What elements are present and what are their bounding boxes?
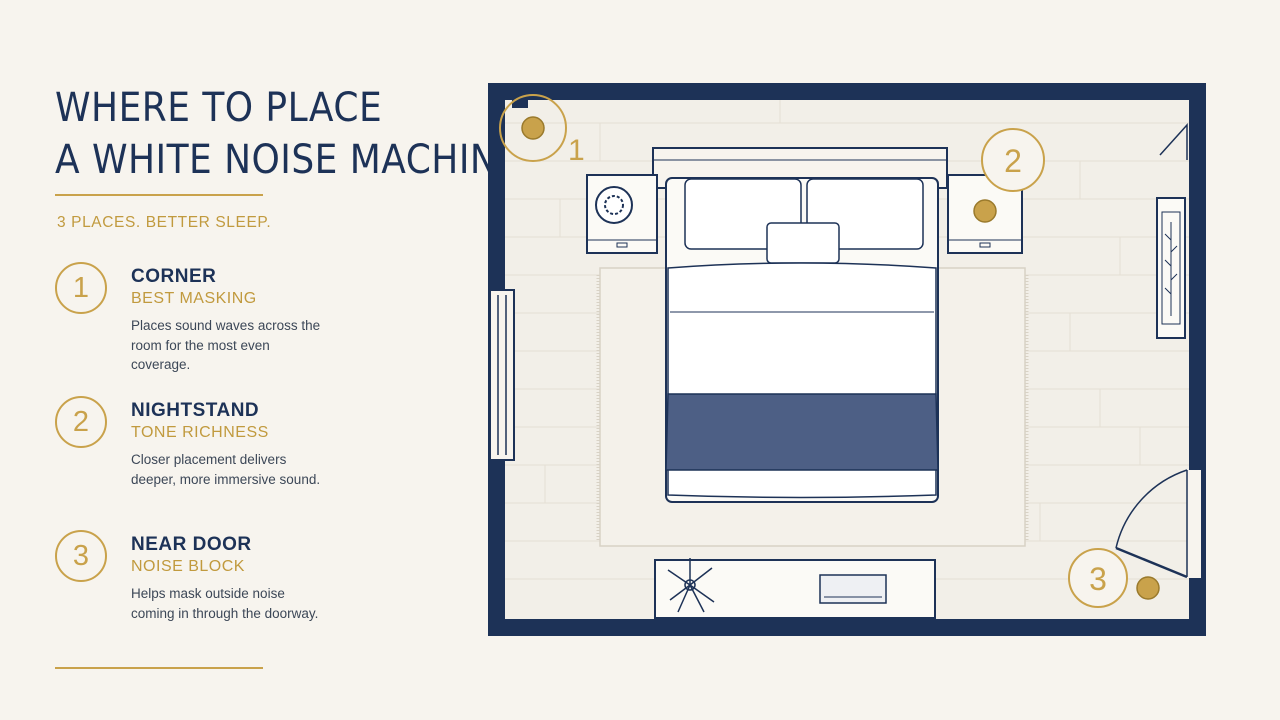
- divider-top: [55, 194, 263, 196]
- item-description: Closer placement delivers deeper, more i…: [131, 452, 321, 487]
- window: [489, 289, 515, 461]
- marker-3: 3: [1068, 548, 1160, 608]
- placement-item-nightstand: 2 NIGHTSTAND TONE RICHNESS Closer placem…: [55, 396, 355, 506]
- number-badge-2: 2: [55, 396, 107, 448]
- plant-icon: [667, 558, 715, 613]
- plant-icon: [595, 186, 633, 224]
- tagline: 3 PLACES. BETTER SLEEP.: [57, 214, 272, 231]
- number-badge-3: 3: [55, 530, 107, 582]
- wall-panel: [1159, 123, 1188, 160]
- page-title: WHERE TO PLACE A WHITE NOISE MACHINE: [55, 82, 520, 186]
- item-name: NIGHTSTAND: [131, 400, 260, 421]
- marker-2: 2: [973, 128, 1045, 223]
- dresser: [654, 558, 936, 619]
- divider-bottom: [55, 667, 263, 669]
- marker-2-label: 2: [1004, 143, 1022, 179]
- item-description: Helps mask outside noise coming in throu…: [131, 586, 319, 621]
- item-description: Places sound waves across the room for t…: [131, 318, 321, 372]
- placement-item-corner: 1 CORNER BEST MASKING Places sound waves…: [55, 262, 355, 372]
- bedroom-floor-plan: 1 2 3: [488, 83, 1206, 636]
- tv-icon: [819, 574, 887, 604]
- blanket: [665, 393, 939, 471]
- accent-pillow: [766, 222, 840, 264]
- title-line-1: WHERE TO PLACE: [55, 85, 383, 131]
- item-subtitle: TONE RICHNESS: [131, 424, 269, 441]
- item-subtitle: NOISE BLOCK: [131, 558, 245, 575]
- number-badge-1: 1: [55, 262, 107, 314]
- nightstand-left: [586, 174, 658, 254]
- item-name: NEAR DOOR: [131, 534, 252, 555]
- marker-1-label: 1: [568, 134, 585, 167]
- bed: [665, 177, 939, 503]
- item-name: CORNER: [131, 266, 217, 287]
- title-line-2: A WHITE NOISE MACHINE: [55, 137, 521, 183]
- marker-1: 1: [499, 94, 585, 167]
- door: [1115, 469, 1201, 579]
- placement-item-near-door: 3 NEAR DOOR NOISE BLOCK Helps mask outsi…: [55, 530, 355, 640]
- marker-3-label: 3: [1089, 561, 1107, 597]
- item-subtitle: BEST MASKING: [131, 290, 257, 307]
- wall-art: [1156, 197, 1186, 339]
- legend-panel: WHERE TO PLACE A WHITE NOISE MACHINE 3 P…: [55, 0, 520, 720]
